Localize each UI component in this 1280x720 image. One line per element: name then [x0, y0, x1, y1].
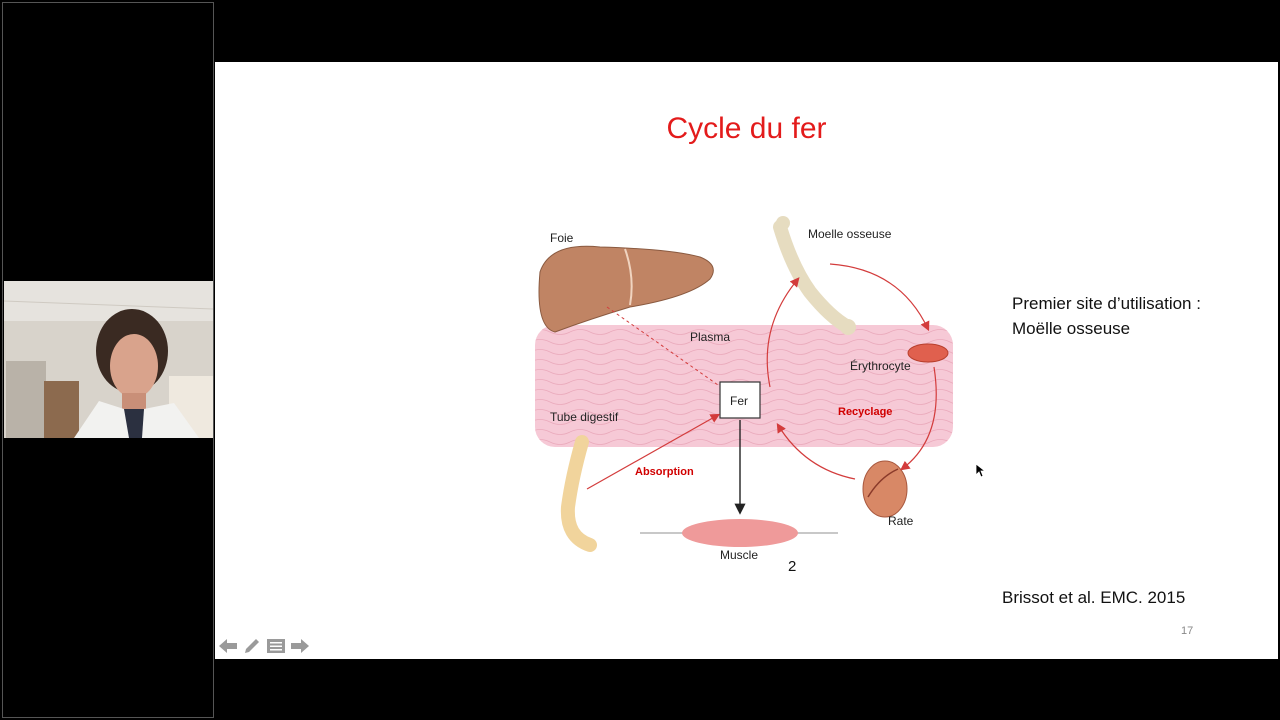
side-note-line-2: Moëlle osseuse [1012, 319, 1131, 338]
pen-icon[interactable] [242, 636, 262, 656]
iron-box [719, 381, 761, 419]
label-fer: Fer [730, 394, 748, 408]
side-note: Premier site d’utilisation : Moëlle osse… [1012, 291, 1201, 341]
presenter-video [4, 281, 213, 438]
bone-icon [773, 216, 856, 335]
erythrocyte-icon [907, 343, 949, 363]
absorption-arrow [586, 413, 721, 490]
recycle-arrow [776, 422, 856, 480]
spleen-icon [862, 460, 908, 518]
label-plasma: Plasma [690, 330, 730, 344]
slide-nav-toolbar [218, 636, 310, 656]
label-foie: Foie [550, 231, 574, 245]
label-moelle: Moelle osseuse [808, 227, 892, 241]
spleen-arrow [900, 366, 937, 471]
arrow-left-icon[interactable] [218, 636, 238, 656]
label-absorption: Absorption [635, 466, 694, 478]
figure-number: 2 [788, 558, 796, 575]
marrow-arrow [766, 277, 800, 388]
erythrocyte-arrow [829, 263, 930, 332]
label-erythrocyte: Érythrocyte [850, 358, 911, 373]
side-note-line-1: Premier site d’utilisation : [1012, 294, 1201, 313]
slide-title: Cycle du fer [666, 112, 827, 145]
label-tube: Tube digestif [550, 410, 619, 424]
presenter-image [4, 281, 213, 438]
menu-icon[interactable] [266, 636, 286, 656]
citation: Brissot et al. EMC. 2015 [1002, 588, 1186, 607]
arrow-right-icon[interactable] [290, 636, 310, 656]
presentation-slide: Cycle du fer [215, 62, 1278, 659]
muscle-icon [640, 519, 838, 547]
label-muscle: Muscle [720, 548, 758, 562]
iron-cycle-diagram: Foie Moelle osseuse Plasma Érythrocyte F… [535, 216, 953, 575]
page-number: 17 [1181, 625, 1194, 637]
liver-icon [538, 245, 714, 333]
mouse-cursor-icon [976, 464, 986, 478]
label-rate: Rate [888, 514, 914, 528]
liver-dashed-arrow [606, 306, 719, 386]
intestine-icon [560, 435, 597, 552]
label-recyclage: Recyclage [838, 406, 892, 418]
